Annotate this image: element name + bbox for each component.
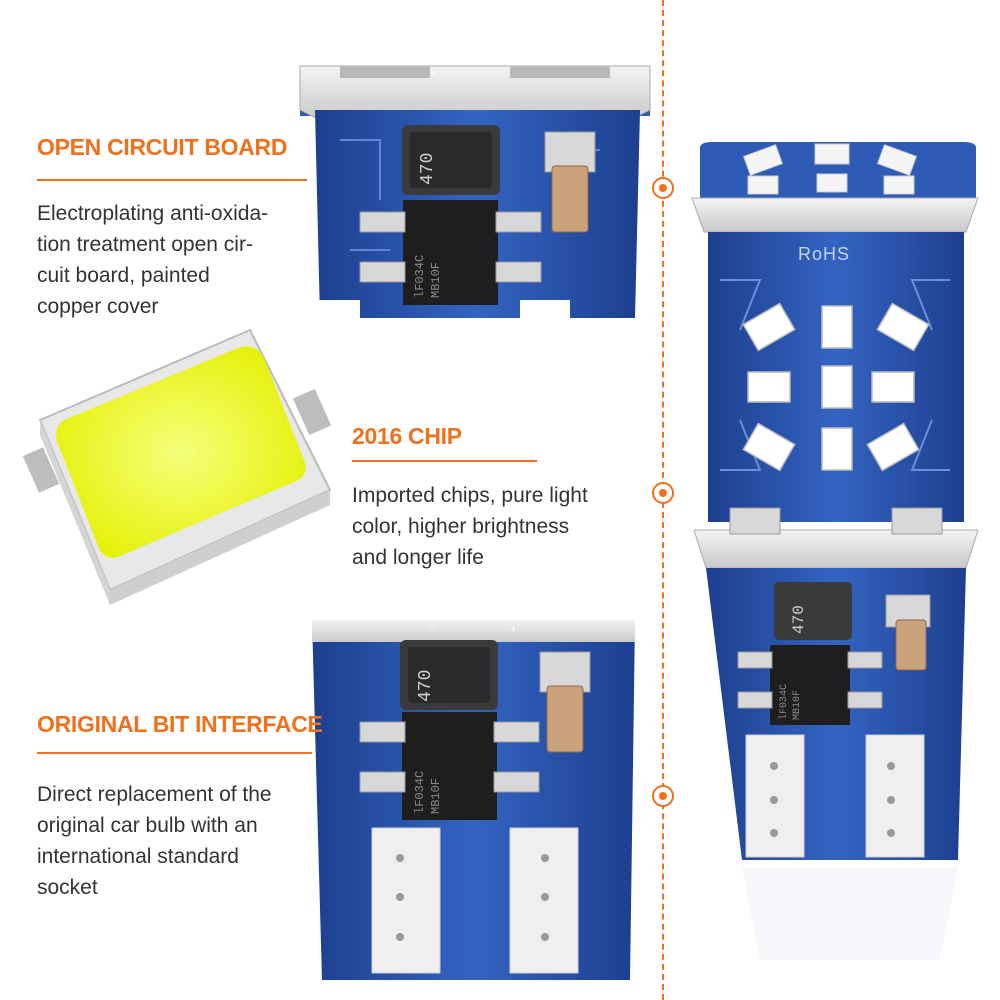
marker-dot-icon [652, 177, 674, 199]
chip-marking-line2: MB10F [792, 689, 803, 720]
led-bulb-image [691, 142, 979, 960]
section-heading-original-bit-interface: ORIGINAL BIT INTERFACE [37, 711, 323, 737]
description-line: Electroplating anti-oxida- [37, 202, 269, 225]
description-line: original car bulb with an [37, 814, 258, 837]
inductor-label-top: 470 [418, 152, 438, 185]
plus-sign-bottom: + [510, 622, 518, 636]
chip-marking-line1: lF034C [413, 770, 427, 814]
description-line: Imported chips, pure light [352, 484, 588, 507]
open-circuit-board-image [299, 65, 651, 318]
description-line: Direct replacement of the [37, 783, 272, 806]
chip-marking-bottom: lF034C MB10F [412, 771, 444, 814]
smd-chip-image [22, 328, 332, 605]
inductor-label-bulb: 470 [790, 605, 808, 634]
heading-underline [352, 460, 537, 462]
description-line: tion treatment open cir- [37, 233, 253, 256]
chip-marking-line2: MB10F [429, 777, 443, 814]
heading-underline [37, 752, 312, 754]
section-description-original-bit-interface: Direct replacement of the original car b… [37, 779, 272, 903]
chip-marking-top: lF034C MB10F [412, 255, 444, 298]
minus-sign-bottom: - [430, 622, 434, 636]
chip-marking-bulb: lF034C MB10F [778, 684, 804, 720]
section-heading-2016-chip: 2016 CHIP [352, 423, 462, 449]
description-line: cuit board, painted [37, 264, 210, 287]
chip-marking-line2: MB10F [429, 261, 443, 298]
plus-sign-top: + [430, 66, 438, 80]
description-line: and longer life [352, 546, 484, 569]
description-line: socket [37, 876, 98, 899]
chip-marking-line1: lF034C [413, 254, 427, 298]
section-description-open-circuit-board: Electroplating anti-oxida- tion treatmen… [37, 198, 268, 322]
marker-dot-icon [652, 785, 674, 807]
bit-interface-image [312, 620, 635, 980]
rohs-label: RoHS [798, 244, 851, 264]
heading-underline [37, 179, 307, 181]
section-description-2016-chip: Imported chips, pure light color, higher… [352, 480, 588, 573]
marker-dot-icon [652, 482, 674, 504]
section-heading-open-circuit-board: OPEN CIRCUIT BOARD [37, 134, 288, 160]
description-line: international standard [37, 845, 239, 868]
minus-sign-top: - [494, 66, 498, 80]
description-line: copper cover [37, 295, 159, 318]
description-line: color, higher brightness [352, 515, 570, 538]
chip-marking-line1: lF034C [779, 683, 790, 720]
inductor-label-bottom: 470 [416, 669, 436, 702]
